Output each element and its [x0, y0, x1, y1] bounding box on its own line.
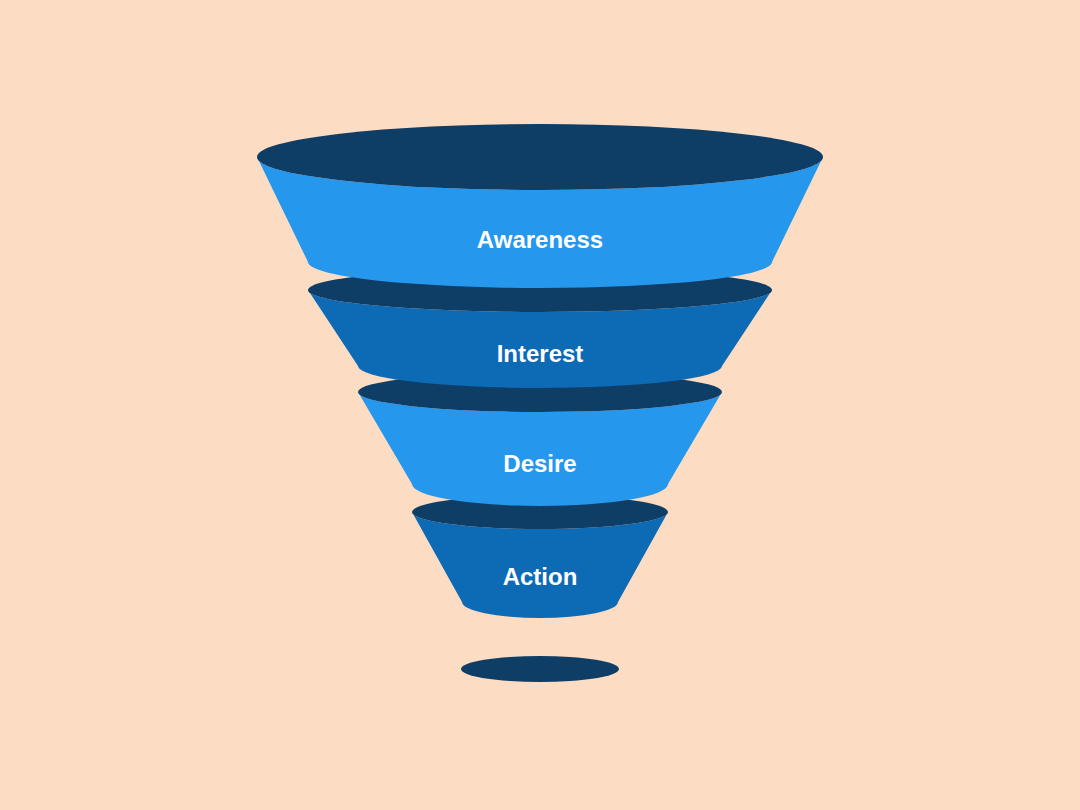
funnel-drop — [461, 656, 619, 682]
band-top — [412, 495, 668, 529]
band-shape — [358, 372, 722, 506]
band-top — [257, 124, 823, 190]
funnel-band: Desire — [358, 372, 722, 506]
funnel-band: Awareness — [257, 124, 823, 288]
band-top — [308, 268, 772, 312]
stage-label: Awareness — [477, 227, 603, 253]
stage-label: Desire — [503, 451, 576, 477]
band-top — [358, 372, 722, 412]
band-shape — [412, 495, 668, 618]
funnel-band: Action — [412, 495, 668, 618]
stage-label: Interest — [497, 341, 584, 367]
stage-label: Action — [503, 564, 578, 590]
band-shape — [257, 124, 823, 288]
